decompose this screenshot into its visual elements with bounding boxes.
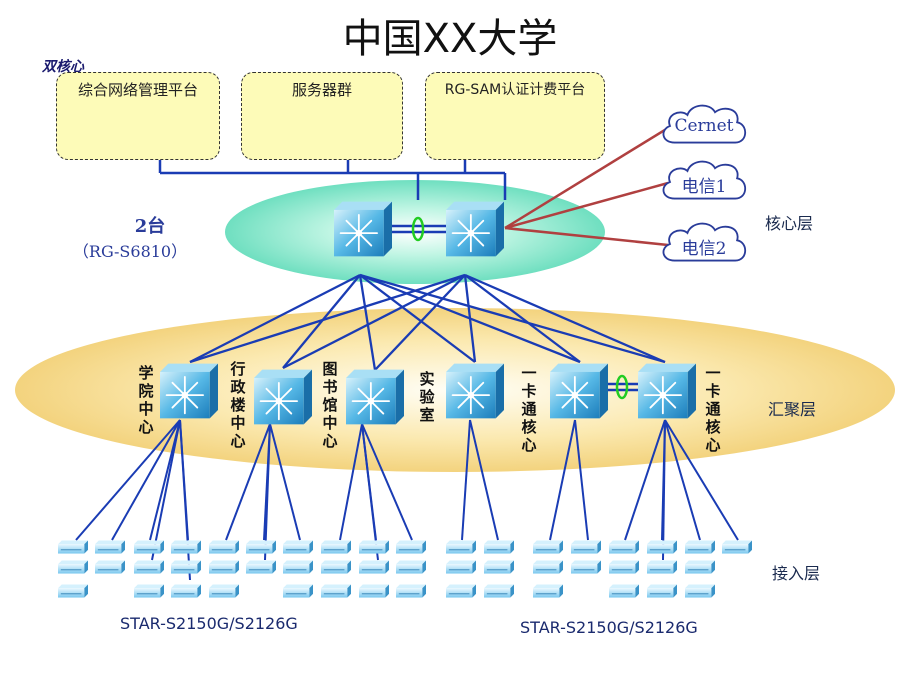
aggregation-switch-icon: [346, 368, 404, 426]
access-switch-icon: [484, 560, 514, 574]
group-label: 服务器群: [291, 81, 352, 99]
access-switch-icon: [58, 584, 88, 598]
access-switch-icon: [396, 540, 426, 554]
access-switch-icon: [484, 540, 514, 554]
access-switch-icon: [571, 560, 601, 574]
access-switch-icon: [58, 540, 88, 554]
access-switch-icon: [396, 560, 426, 574]
access-switch-icon: [446, 560, 476, 574]
aggregation-switch-icon: [446, 362, 504, 420]
access-switch-icon: [359, 540, 389, 554]
access-switch-icon: [609, 540, 639, 554]
access-switch-icon: [171, 540, 201, 554]
access-switch-grid: [58, 540, 752, 598]
core-switch-icon: [446, 200, 504, 258]
access-switch-icon: [533, 560, 563, 574]
access-switch-icon: [283, 560, 313, 574]
core-layer-label: 核心层: [765, 214, 814, 233]
access-switch-icon: [321, 584, 351, 598]
core-model-label: （RG-S6810）: [72, 242, 188, 261]
access-switch-icon: [484, 584, 514, 598]
access-switch-icon: [246, 540, 276, 554]
access-switch-icon: [209, 584, 239, 598]
access-switch-icon: [609, 560, 639, 574]
access-switch-icon: [685, 584, 715, 598]
core-stack-link: [392, 216, 448, 242]
wan-links: [504, 126, 669, 247]
aggregation-switch-icon: [160, 362, 218, 420]
access-switch-icon: [171, 560, 201, 574]
access-layer-label: 接入层: [772, 564, 821, 583]
access-model-label-left: STAR-S2150G/S2126G: [120, 614, 298, 633]
cernet-label: Cernet: [674, 116, 734, 136]
access-switch-icon: [283, 540, 313, 554]
access-switch-icon: [685, 540, 715, 554]
group-server-farm: 服务器群: [241, 72, 403, 160]
access-switch-icon: [446, 540, 476, 554]
aggregation-switch-icon: [638, 362, 696, 420]
access-switch-icon: [283, 584, 313, 598]
access-switch-icon: [95, 560, 125, 574]
aggregation-to-access-links: [75, 419, 739, 581]
access-switch-icon: [647, 540, 677, 554]
core-to-aggregation-links: [189, 273, 666, 371]
aggregation-layer-label: 汇聚层: [768, 400, 817, 419]
access-switch-icon: [321, 540, 351, 554]
aggregation-node-label: 一卡通核心: [705, 364, 721, 454]
access-switch-icon: [533, 540, 563, 554]
group-label: RG-SAM认证计费平台: [444, 82, 586, 98]
core-count-label: 2台: [134, 216, 166, 237]
access-switch-icon: [134, 540, 164, 554]
access-switch-icon: [209, 540, 239, 554]
access-switch-icon: [134, 584, 164, 598]
dual-core-tag: 双核心: [42, 59, 84, 75]
page-title: 中国XX大学: [342, 16, 558, 62]
access-switch-icon: [246, 560, 276, 574]
aggregation-node-label: 图书馆中心: [322, 360, 338, 450]
access-switch-icon: [209, 560, 239, 574]
access-switch-icon: [321, 560, 351, 574]
aggregation-switch-icon: [550, 362, 608, 420]
aggregation-node-label: 行政楼中心: [230, 360, 246, 450]
access-switch-icon: [571, 540, 601, 554]
aggregation-switch-icon: [254, 368, 312, 426]
access-switch-icon: [609, 584, 639, 598]
access-switch-icon: [359, 584, 389, 598]
access-switch-icon: [685, 560, 715, 574]
aggregation-node-label: 一卡通核心: [521, 364, 537, 454]
access-switch-icon: [396, 584, 426, 598]
group-auth-billing: RG-SAM认证计费平台: [425, 72, 605, 160]
access-switch-icon: [446, 584, 476, 598]
aggregation-node-label: 学院中心: [138, 364, 154, 436]
access-model-label-right: STAR-S2150G/S2126G: [520, 618, 698, 637]
access-switch-icon: [171, 584, 201, 598]
access-switch-icon: [722, 540, 752, 554]
group-label: 综合网络管理平台: [77, 81, 198, 99]
access-switch-icon: [95, 540, 125, 554]
aggregation-node-label: 实验室: [419, 370, 435, 424]
telecom1-label: 电信1: [681, 177, 727, 197]
telecom2-label: 电信2: [681, 239, 727, 259]
access-switch-icon: [533, 584, 563, 598]
access-switch-icon: [134, 560, 164, 574]
one-card-stack-link: [607, 374, 638, 400]
group-network-management: 综合网络管理平台: [56, 72, 220, 160]
access-switch-icon: [647, 584, 677, 598]
access-switch-icon: [58, 560, 88, 574]
access-switch-icon: [647, 560, 677, 574]
core-switch-icon: [334, 200, 392, 258]
access-switch-icon: [359, 560, 389, 574]
